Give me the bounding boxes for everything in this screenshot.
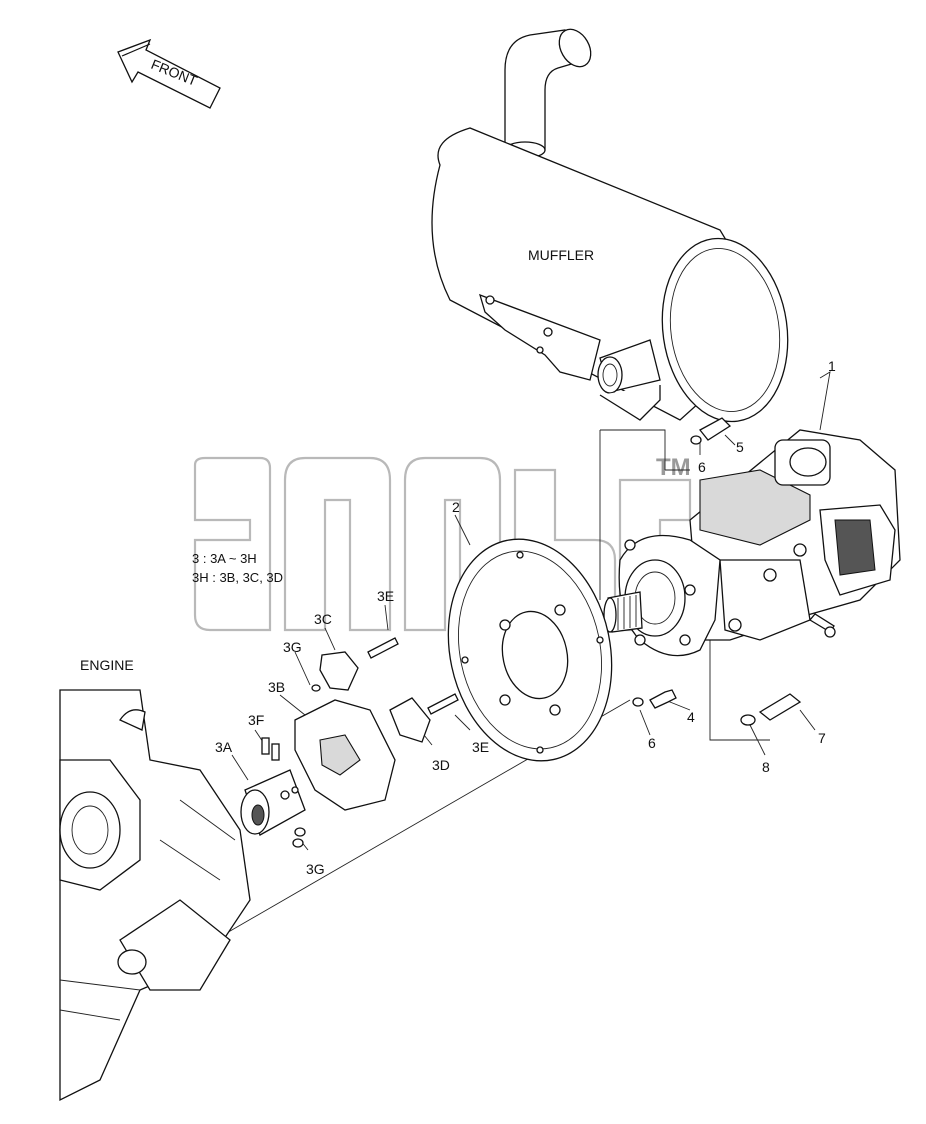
- callout-8: 8: [762, 759, 770, 775]
- callout-3c: 3C: [314, 611, 332, 627]
- callout-3d: 3D: [432, 757, 450, 773]
- muffler-label: MUFFLER: [528, 247, 594, 263]
- labels: 3 : 3A ~ 3H 3H : 3B, 3C, 3D ENGINE 1 2 3…: [80, 358, 836, 877]
- engine-drawing: [59, 689, 251, 1102]
- callout-7: 7: [818, 730, 826, 746]
- hydraulic-pump-drawing: [603, 429, 901, 657]
- callout-3e-top: 3E: [377, 588, 394, 604]
- callout-6-top: 6: [698, 459, 706, 475]
- callout-3a: 3A: [215, 739, 233, 755]
- watermark: TM: [193, 454, 692, 632]
- callout-3e-bottom: 3E: [472, 739, 489, 755]
- callout-4: 4: [687, 709, 695, 725]
- callout-1: 1: [828, 358, 836, 374]
- kit-note-line1: 3 : 3A ~ 3H: [192, 551, 257, 566]
- engine-label: ENGINE: [80, 657, 134, 673]
- front-arrow-icon: FRONT: [117, 38, 221, 109]
- flywheel-plate-drawing: [447, 538, 613, 762]
- kit-note-line2: 3H : 3B, 3C, 3D: [192, 570, 283, 585]
- callout-2: 2: [452, 499, 460, 515]
- callout-5: 5: [736, 439, 744, 455]
- callout-3b: 3B: [268, 679, 285, 695]
- muffler-drawing: MUFFLER: [431, 28, 789, 423]
- coupling-parts-drawing: [240, 637, 459, 848]
- fasteners-drawing: [632, 417, 802, 726]
- watermark-tm: TM: [656, 454, 691, 481]
- callout-6-bottom: 6: [648, 735, 656, 751]
- callout-3g-top: 3G: [283, 639, 302, 655]
- callout-3g-bottom: 3G: [306, 861, 325, 877]
- callout-3f: 3F: [248, 712, 264, 728]
